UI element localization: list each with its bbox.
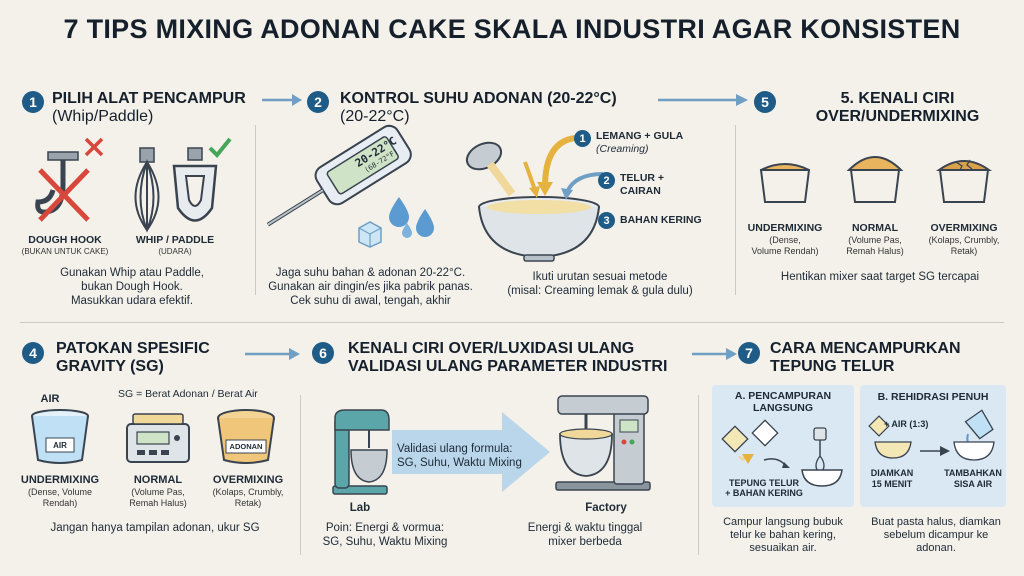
tip5-heading: 5. KENALI CIRI OVER/UNDERMIXING	[815, 90, 980, 125]
step1-label: LEMANG + GULA (Creaming)	[596, 130, 684, 155]
factory-caption: Energi & waktu tinggal mixer berbeda	[527, 522, 643, 548]
scale-icon	[126, 413, 190, 463]
tip1-heading: PILIH ALAT PENCAMPUR (Whip/Paddle)	[52, 90, 246, 125]
big-arrow-icon	[392, 412, 550, 492]
panel-a-title: A. PENCAMPURAN LANGSUNG	[734, 390, 832, 414]
tip4-caption: Jangan hanya tampilan adonan, ukur SG	[50, 522, 260, 534]
water-ratio-label: + AIR (1:3)	[884, 419, 929, 429]
mixing-bowl-small-icon	[953, 441, 995, 461]
thermometer-icon	[266, 124, 412, 227]
undermixing-sublabel: (Dense, Volume Rendah)	[751, 235, 819, 256]
normal-sublabel: (Volume Pas, Remah Halus)	[846, 235, 904, 256]
panel-b-caption: Buat pasta halus, diamkan sebelum dicamp…	[871, 516, 1001, 554]
tip1-caption: Gunakan Whip atau Paddle, bukan Dough Ho…	[60, 267, 204, 307]
step-number-badge: 5	[754, 91, 776, 113]
arrow-right-icon	[692, 348, 737, 360]
cake-over-icon	[935, 159, 993, 203]
water-cup-label: AIR	[53, 441, 67, 450]
batter-cup-icon	[217, 409, 275, 464]
step-number-badge: 2	[598, 172, 615, 189]
water-cup-icon	[31, 409, 89, 464]
step-number-badge: 6	[312, 342, 334, 364]
step2-label: TELUR + CAIRAN	[620, 172, 665, 197]
add-water-label: TAMBAHKAN SISA AIR	[944, 468, 1002, 489]
egg-powder-water-icon	[868, 415, 890, 437]
dough-hook-label: DOUGH HOOK	[28, 234, 102, 246]
rest-label: DIAMKAN 15 MENIT	[870, 468, 914, 489]
factory-mixer-icon	[555, 395, 651, 491]
tip7-heading: CARA MENCAMPURKAN TEPUNG TELUR	[770, 340, 961, 375]
step-number-badge: 3	[598, 212, 615, 229]
cake-under-icon	[759, 163, 811, 203]
whip-paddle-label: WHIP / PADDLE	[135, 234, 215, 246]
lab-label: Lab	[349, 502, 371, 514]
arrow-right-icon	[262, 94, 302, 106]
paste-bowl-icon	[874, 441, 912, 459]
divider	[300, 395, 301, 555]
tip3-caption: Ikuti urutan sesuai metode (misal: Cream…	[507, 271, 693, 297]
step-number-badge: 1	[574, 130, 591, 147]
divider	[20, 322, 1004, 323]
normal-label: NORMAL	[851, 222, 899, 234]
panel-b-title: B. REHIDRASI PENUH	[877, 391, 989, 403]
tip4-heading: PATOKAN SPESIFIC GRAVITY (SG)	[56, 340, 210, 375]
batter-cup-label: ADONAN	[229, 442, 263, 451]
undermixing-label: UNDERMIXING	[20, 474, 100, 486]
cake-normal-icon	[846, 156, 904, 203]
divider	[735, 125, 736, 295]
paddle-icon	[172, 147, 218, 222]
tip2-heading: KONTROL SUHU ADONAN (20-22°C) (20-22°C)	[340, 90, 617, 125]
dough-hook-sublabel: (BUKAN UNTUK CAKE)	[21, 247, 109, 256]
undermixing-label: UNDERMIXING	[747, 222, 823, 234]
panel-a-caption: Campur langsung bubuk telur ke bahan ker…	[723, 516, 843, 554]
step-number-badge: 7	[738, 342, 760, 364]
ingredient-scoop-icon	[465, 141, 516, 197]
step-number-badge: 2	[307, 91, 329, 113]
ice-cube-icon	[358, 221, 382, 248]
tip2-caption: Jaga suhu bahan & adonan 20-22°C. Gunaka…	[268, 267, 473, 307]
lab-mixer-icon	[332, 409, 390, 495]
factory-label: Factory	[585, 502, 627, 514]
divider	[698, 395, 699, 555]
overmixing-label: OVERMIXING	[212, 474, 284, 486]
tip5-caption: Hentikan mixer saat target SG tercapai	[780, 271, 980, 283]
sg-formula: SG = Berat Adonan / Berat Air	[118, 388, 258, 400]
arrow-right-icon	[658, 94, 748, 106]
whip-icon	[134, 147, 160, 233]
normal-label: NORMAL	[133, 474, 183, 486]
step3-label: BAHAN KERING	[620, 214, 702, 226]
check-icon	[208, 137, 232, 158]
flow-arrows-icon	[523, 135, 604, 200]
overmixing-label: OVERMIXING	[930, 222, 998, 234]
cross-icon	[84, 137, 104, 157]
arrow-right-icon	[920, 446, 950, 456]
panel-a-label: TEPUNG TELUR + BAHAN KERING	[725, 478, 803, 498]
normal-sublabel: (Volume Pas, Remah Halus)	[129, 487, 187, 508]
page-title: 7 TIPS MIXING ADONAN CAKE SKALA INDUSTRI…	[63, 14, 961, 44]
arrow-right-icon	[245, 348, 300, 360]
mixing-bowl-icon	[478, 196, 600, 262]
egg-powder-bag-icon	[721, 419, 790, 468]
step-number-badge: 4	[22, 342, 44, 364]
divider	[255, 125, 256, 295]
water-label: AIR	[40, 393, 60, 405]
overmixing-sublabel: (Kolaps, Crumbly, Retak)	[212, 487, 284, 508]
whisk-bowl-icon	[801, 427, 843, 487]
whip-paddle-sublabel: (UDARA)	[158, 247, 192, 256]
tip6-heading: KENALI CIRI OVER/LUXIDASI ULANG VALIDASI…	[348, 340, 668, 375]
validation-arrow-text: Validasi ulang formula: SG, Suhu, Waktu …	[397, 443, 522, 469]
water-drop-icon	[389, 197, 434, 238]
undermixing-sublabel: (Dense, Volume Rendah)	[27, 487, 93, 508]
overmixing-sublabel: (Kolaps, Crumbly, Retak)	[928, 235, 1000, 256]
lab-caption: Poin: Energi & vormua: SG, Suhu, Waktu M…	[322, 522, 448, 548]
dough-hook-icon	[35, 151, 90, 222]
step-number-badge: 1	[22, 91, 44, 113]
